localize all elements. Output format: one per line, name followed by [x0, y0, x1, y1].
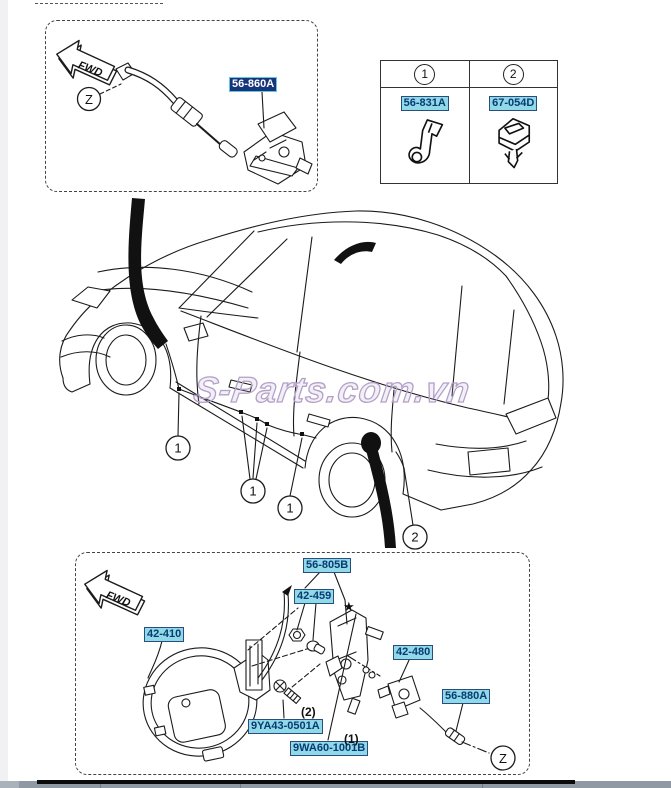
opener-unit-art [347, 655, 421, 719]
fwd-arrow-bottom: FWD [84, 569, 146, 616]
part-label-56-831A[interactable]: 56-831A [400, 96, 449, 111]
screw-art [273, 679, 302, 719]
svg-text:1: 1 [286, 501, 293, 516]
taskbar-seam [240, 781, 241, 788]
view-z-callout-top: Z [76, 83, 122, 112]
fastener-table-header: 1 2 [381, 61, 557, 88]
fastener-table: 1 2 56-831A 67-054D [380, 60, 558, 184]
view-z-bottom-label: Z [499, 751, 507, 766]
taskbar-seam [100, 781, 101, 788]
callout-2-badge: 2 [502, 63, 524, 85]
fastener-cell-2: 67-054D [468, 88, 558, 183]
fastener-col1-header: 1 [381, 61, 469, 87]
fastener-cell-1: 56-831A [381, 88, 469, 183]
vehicle-callout-1c: 1 [277, 495, 303, 521]
svg-text:1: 1 [249, 484, 256, 499]
vehicle-callout-2: 2 [402, 524, 428, 550]
lid-hinge-art [233, 585, 321, 701]
taskbar-segment [0, 781, 19, 788]
vehicle-callout-1b: 1 [240, 478, 266, 504]
vehicle-art [59, 210, 564, 518]
fwd-arrow-top: FWD [56, 39, 118, 86]
svg-text:2: 2 [411, 530, 418, 545]
part-label-42-410[interactable]: 42-410 [144, 627, 185, 642]
cable-routing-highlight [128, 198, 396, 548]
view-z-top-label: Z [85, 92, 93, 107]
bottom-detail-box [75, 552, 530, 775]
fastener-col2-header: 2 [468, 61, 558, 87]
svg-text:1: 1 [174, 441, 181, 456]
taskbar-seam [482, 781, 483, 788]
taskbar-sliver [0, 780, 671, 788]
door-latch-art [243, 91, 313, 185]
part-label-9WA60-1001B[interactable]: 9WA60-1001B [290, 741, 369, 756]
part-label-56-880A[interactable]: 56-880A [442, 689, 491, 704]
nut-and-grommet-art [288, 628, 326, 655]
roof-shaded-area [334, 241, 376, 264]
part-label-42-459[interactable]: 42-459 [294, 589, 335, 604]
clipped-box-edge [35, 0, 163, 4]
opener-bracket-art [325, 609, 384, 715]
vehicle-callout-leaders [177, 392, 414, 526]
push-clip-icon [498, 117, 531, 169]
page-left-margin [0, 0, 8, 788]
quantity-1-marker: (1) [344, 732, 359, 746]
fastener-table-body: 56-831A 67-054D [381, 88, 557, 183]
top-detail-box [45, 20, 318, 192]
opener-cable-art [419, 707, 490, 754]
fuel-filler-location-dot [361, 432, 381, 454]
taskbar-window-edge [37, 780, 575, 784]
bottom-label-leaders [147, 571, 464, 741]
part-label-67-054D[interactable]: 67-054D [489, 96, 538, 111]
cable-clip-icon [408, 119, 443, 164]
part-label-9YA43-0501A[interactable]: 9YA43-0501A [248, 719, 323, 734]
part-label-56-805B[interactable]: 56-805B [303, 558, 352, 573]
part-label-56-860A-selected[interactable]: 56-860A [229, 77, 278, 92]
release-cable-art [115, 62, 238, 158]
vehicle-callout-1a: 1 [165, 435, 191, 461]
star-marker: ★ [343, 599, 355, 614]
callout-1-badge: 1 [414, 63, 436, 85]
view-z-callout-bottom: Z [490, 745, 516, 771]
quantity-2-marker: (2) [301, 705, 316, 719]
part-label-42-480[interactable]: 42-480 [393, 645, 434, 660]
